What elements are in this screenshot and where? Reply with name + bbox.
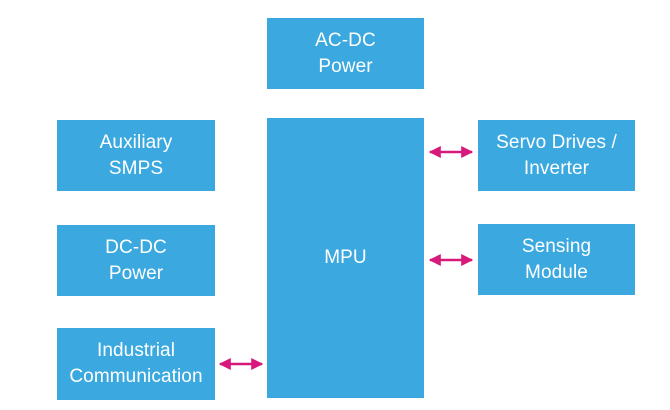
ac-dc-power-label-line2: Power bbox=[318, 55, 373, 77]
sensing-module-label-line2: Module bbox=[525, 261, 588, 283]
auxiliary-smps-label-line1: Auxiliary bbox=[99, 131, 173, 153]
industrial-communication-label-line2: Communication bbox=[69, 366, 203, 387]
dc-dc-power-block: DC-DC Power bbox=[57, 225, 215, 296]
servo-drives-label-line1: Servo Drives / bbox=[496, 131, 617, 153]
sensing-module-label-line1: Sensing bbox=[521, 235, 592, 257]
servo-drives-label-line2: Inverter bbox=[523, 157, 590, 179]
mpu-block: MPU bbox=[267, 118, 424, 398]
dc-dc-power-label-line2: Power bbox=[108, 262, 164, 284]
ac-dc-power-block: AC-DC Power bbox=[267, 18, 424, 89]
sensing-module-block: Sensing Module bbox=[478, 224, 635, 295]
servo-drives-inverter-block: Servo Drives / Inverter bbox=[478, 120, 635, 191]
ac-dc-power-label-line1: AC-DC bbox=[315, 29, 376, 51]
industrial-communication-block: Industrial Communication bbox=[57, 328, 215, 400]
auxiliary-smps-label-line2: SMPS bbox=[108, 157, 164, 179]
industrial-communication-label-line1: Industrial bbox=[96, 340, 176, 361]
auxiliary-smps-block: Auxiliary SMPS bbox=[57, 120, 215, 191]
dc-dc-power-label-line1: DC-DC bbox=[105, 236, 167, 258]
mpu-label: MPU bbox=[324, 247, 367, 268]
